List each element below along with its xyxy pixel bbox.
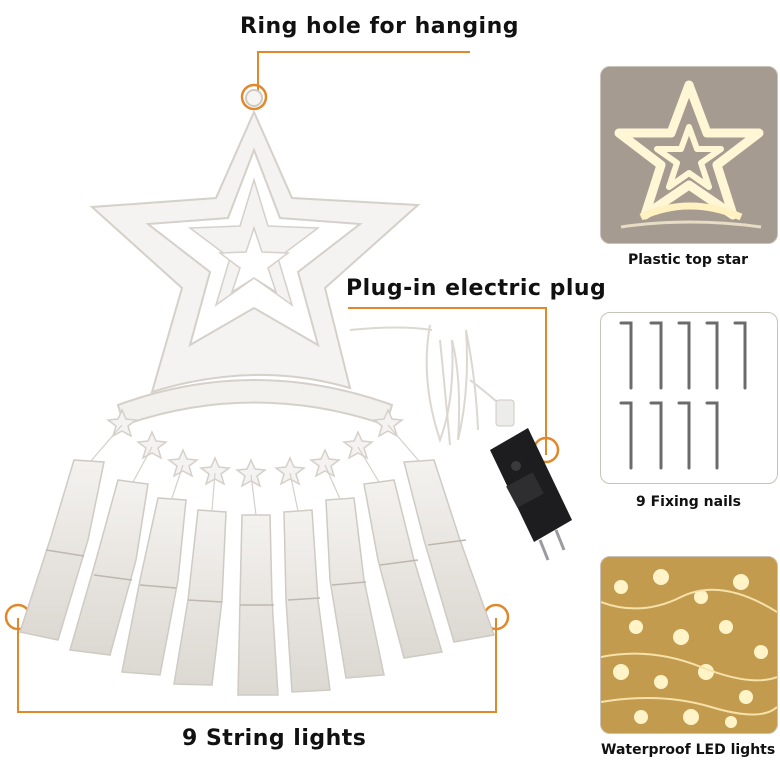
strand-1 — [19, 459, 105, 641]
thumbnail-caption-nails: 9 Fixing nails — [636, 494, 742, 510]
strand-7 — [325, 497, 385, 679]
strand-6 — [283, 509, 331, 693]
plug-callout-line — [348, 307, 547, 455]
thumbnail-star — [600, 66, 778, 244]
plug-label: Plug-in electric plug — [346, 276, 607, 301]
ring-callout-line — [257, 51, 470, 95]
led-lights-photo — [601, 557, 777, 733]
hanging-ring — [245, 89, 263, 107]
strand-3 — [121, 497, 187, 676]
thumbnail-caption-led: Waterproof LED lights — [601, 742, 776, 758]
strand-8 — [363, 479, 443, 659]
strand-2 — [69, 479, 149, 656]
nails-photo — [619, 321, 747, 470]
ring-hole-label: Ring hole for hanging — [240, 14, 520, 39]
strand-4 — [173, 509, 227, 686]
callout-lines — [17, 51, 547, 713]
light-strands — [19, 459, 496, 696]
strand-9 — [403, 459, 496, 643]
power-cable — [349, 324, 509, 446]
strand-5 — [237, 514, 279, 696]
thumbnail-led — [600, 556, 778, 734]
small-stars — [106, 408, 404, 488]
thumbnail-nails — [600, 312, 778, 484]
product-illustration — [4, 51, 572, 713]
power-adapter — [490, 399, 572, 561]
strand-wires — [89, 424, 420, 516]
string-lights-label: 9 String lights — [182, 726, 367, 751]
thumbnail-caption-star: Plastic top star — [628, 252, 749, 268]
glowing-star-photo — [601, 67, 777, 243]
ring-hole-marker — [240, 83, 268, 111]
string-lights-bracket — [17, 618, 497, 713]
plastic-star-frame — [89, 109, 421, 427]
